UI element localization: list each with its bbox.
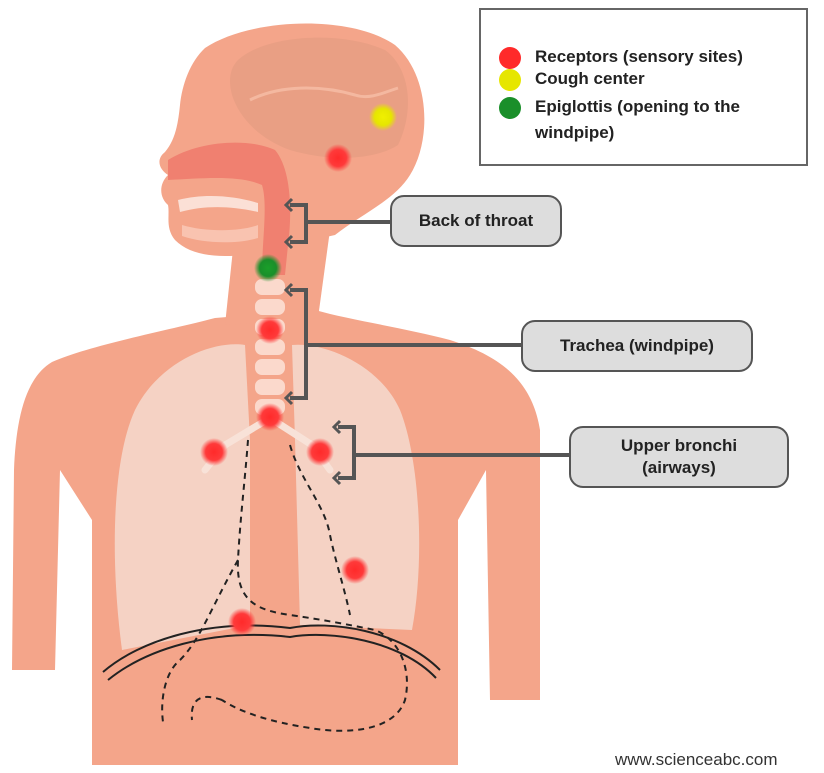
receptor-dot: [228, 608, 256, 636]
callout-trachea: Trachea (windpipe): [521, 320, 753, 372]
callout-back-of-throat: Back of throat: [390, 195, 562, 247]
callout-upper-bronchi: Upper bronchi (airways): [569, 426, 789, 488]
callout-label: Back of throat: [418, 211, 534, 230]
legend: Receptors (sensory sites) Cough center E…: [479, 8, 808, 166]
yellow-dot-icon: [499, 69, 521, 91]
receptor-dot: [341, 556, 369, 584]
legend-label: Receptors (sensory sites): [535, 47, 743, 66]
trachea-rings: [253, 277, 287, 417]
receptor-dot: [256, 403, 284, 431]
receptor-dot: [306, 438, 334, 466]
left-lung: [114, 344, 250, 650]
brain-fold: [249, 86, 399, 102]
bracket-upper-bronchi: [331, 419, 570, 486]
right-lung: [292, 344, 420, 630]
cough-center-dot: [369, 103, 397, 131]
brain: [230, 37, 408, 158]
bracket-back-of-throat: [283, 197, 390, 250]
bracket-trachea: [283, 282, 522, 406]
legend-item-epiglottis: Epiglottis (opening to the windpipe): [499, 94, 807, 146]
callout-label: Trachea (windpipe): [560, 336, 714, 355]
green-dot-icon: [499, 97, 521, 119]
watermark: www.scienceabc.com: [615, 750, 778, 769]
receptor-dot: [200, 438, 228, 466]
receptor-dot: [324, 144, 352, 172]
red-dot-icon: [499, 47, 521, 69]
callout-label: Upper bronchi (airways): [620, 436, 738, 477]
receptor-dot: [256, 316, 284, 344]
nasal-cavity: [168, 142, 291, 275]
legend-item-receptors: Receptors (sensory sites): [499, 44, 807, 70]
mouth-line: [178, 196, 258, 212]
diaphragm-inner: [107, 633, 437, 681]
diaphragm-outer: [102, 624, 441, 673]
epiglottis-dot: [254, 254, 282, 282]
legend-label: Epiglottis (opening to the windpipe): [535, 97, 740, 142]
legend-item-cough-center: Cough center: [499, 66, 807, 92]
legend-label: Cough center: [535, 69, 645, 88]
jaw: [182, 225, 258, 243]
